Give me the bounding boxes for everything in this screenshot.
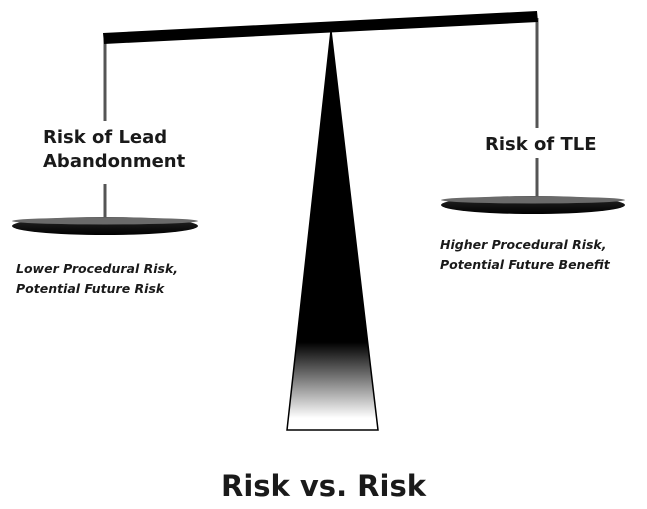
left-side-note: Lower Procedural Risk, Potential Future … bbox=[16, 259, 178, 299]
right-side-title: Risk of TLE bbox=[485, 133, 597, 157]
diagram-caption: Risk vs. Risk bbox=[220, 469, 426, 503]
balance-beam bbox=[103, 11, 538, 44]
left-side-title: Risk of Lead Abandonment bbox=[43, 126, 185, 174]
right-note-line: Higher Procedural Risk, bbox=[440, 237, 607, 252]
right-pan-rim bbox=[441, 196, 625, 204]
right-title-line: Risk of TLE bbox=[485, 134, 597, 155]
left-title-line: Risk of Lead bbox=[43, 127, 168, 148]
right-note-line: Potential Future Benefit bbox=[440, 257, 610, 272]
balance-pillar bbox=[286, 30, 379, 431]
left-pan-rim bbox=[12, 217, 198, 225]
left-note-line: Lower Procedural Risk, bbox=[16, 261, 179, 276]
left-note-line: Potential Future Risk bbox=[16, 281, 165, 296]
right-side-note: Higher Procedural Risk, Potential Future… bbox=[440, 235, 610, 275]
left-title-line: Abandonment bbox=[43, 151, 186, 172]
